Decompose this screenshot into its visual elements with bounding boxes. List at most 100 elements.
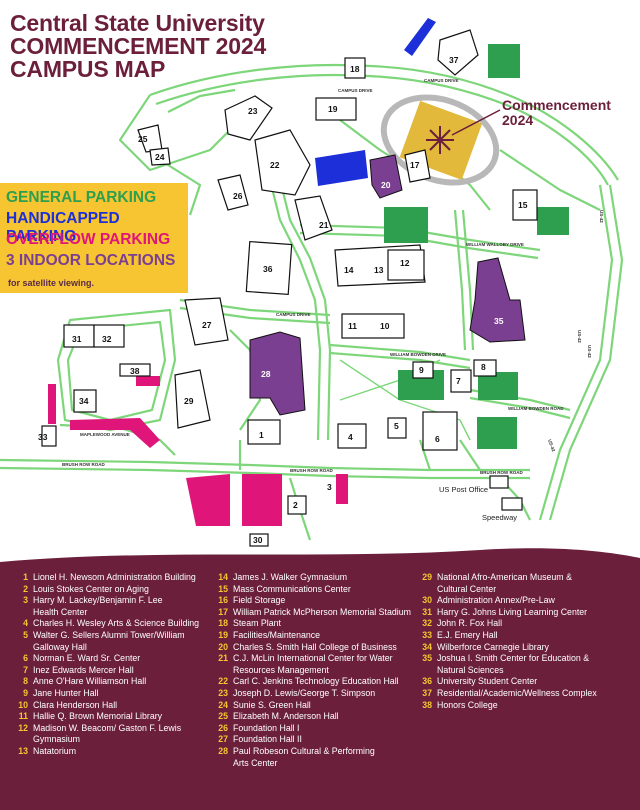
- overflow-lot-south-3: [336, 474, 348, 504]
- key-building-name: Anne O'Hare Williamson Hall: [33, 676, 147, 687]
- legend-overflow-parking: OVERFLOW PARKING: [6, 231, 171, 248]
- overflow-lot-south-1: [186, 474, 230, 526]
- label-14: 14: [344, 265, 354, 275]
- road-label-william-bowden-road: WILLIAM BOWDEN ROAD: [508, 406, 564, 411]
- key-number: 9: [23, 687, 28, 698]
- key-number: 2: [23, 583, 28, 594]
- building-30: [249, 533, 269, 547]
- building-1: [247, 419, 281, 445]
- key-building-name: E.J. Emery Hall: [437, 629, 498, 640]
- key-building-name: Residential/Academic/Wellness Complex: [437, 687, 597, 698]
- key-building-name: Walter G. Sellers Alumni Tower/William G…: [33, 629, 185, 652]
- key-number: 30: [422, 595, 432, 606]
- label-11: 11: [348, 321, 357, 331]
- key-building-name: Hallie Q. Brown Memorial Library: [33, 711, 163, 722]
- label-17: 17: [410, 160, 420, 170]
- handicapped-lot-center: [315, 150, 368, 186]
- building-36: [245, 240, 293, 296]
- label-26: 26: [233, 191, 243, 201]
- key-building-name: Joseph D. Lewis/George T. Simpson: [233, 687, 376, 698]
- building-32: [93, 324, 125, 348]
- key-building-name: Honors College: [437, 699, 498, 710]
- building-20: [369, 154, 403, 199]
- building-26: [217, 174, 249, 211]
- key-building-name: Sunie S. Green Hall: [233, 699, 311, 710]
- road-label-brush-row-mid: BRUSH ROW ROAD: [290, 468, 333, 473]
- key-building-name: Charles S. Smith Hall College of Busines…: [233, 641, 397, 652]
- campus-map-drawing: 37 18 19 23 25 24 22 17 20 26 21 15 36 1…: [0, 18, 624, 547]
- place-label-post-office: US Post Office: [439, 485, 488, 494]
- key-building-name: John R. Fox Hall: [437, 618, 503, 629]
- building-6: [422, 411, 458, 451]
- label-38: 38: [130, 366, 140, 376]
- overflow-lot-south-2: [242, 474, 282, 526]
- buildings: [41, 29, 538, 547]
- key-building-name: Norman E. Ward Sr. Center: [33, 653, 141, 664]
- key-number: 28: [218, 745, 228, 756]
- general-parking-lots: [384, 44, 569, 449]
- label-9: 9: [419, 365, 424, 375]
- key-building-name: Joshua I. Smith Center for Education & N…: [437, 653, 590, 675]
- key-building-name: William Patrick McPherson Memorial Stadi…: [233, 606, 411, 617]
- label-19: 19: [328, 104, 338, 114]
- label-15: 15: [518, 200, 528, 210]
- label-34: 34: [79, 396, 89, 406]
- commencement-label-text: Commencement: [502, 97, 611, 113]
- key-building-name: Jane Hunter Hall: [33, 687, 99, 698]
- label-5: 5: [394, 421, 399, 431]
- label-2: 2: [293, 500, 298, 510]
- title-map: CAMPUS MAP: [10, 56, 166, 82]
- label-22: 22: [270, 160, 280, 170]
- key-number: 37: [422, 687, 432, 698]
- building-22: [254, 129, 311, 196]
- key-number: 6: [23, 653, 28, 664]
- building-29: [174, 369, 211, 429]
- commencement-burst-icon: [426, 126, 454, 154]
- key-building-name: Field Storage: [233, 595, 286, 606]
- key-number: 31: [422, 606, 432, 617]
- road-labels: CAMPUS DRIVE CAMPUS DRIVE CAMPUS DRIVE W…: [62, 78, 604, 475]
- label-3: 3: [327, 482, 332, 492]
- label-25: 25: [138, 134, 148, 144]
- key-building-name: Foundation Hall I: [233, 722, 300, 733]
- building-11-10: [341, 313, 405, 339]
- key-number: 15: [218, 583, 228, 594]
- legend-handicapped-parking: HANDICAPPED PARKING: [6, 210, 120, 245]
- label-20: 20: [381, 180, 391, 190]
- key-number: 22: [218, 676, 228, 687]
- commencement-pointer: [451, 109, 501, 136]
- key-number: 1: [23, 572, 28, 582]
- building-2: [287, 495, 307, 515]
- road-label-us42-a: US-42: [599, 210, 604, 223]
- key-building-name: Administration Annex/Pre-Law: [437, 595, 555, 606]
- key-building-name: Foundation Hall II: [233, 734, 302, 745]
- key-item-5: 5 Walter G. Sellers Alumni Tower/William …: [14, 630, 214, 653]
- label-1: 1: [259, 430, 264, 440]
- building-key-panel: [0, 562, 640, 810]
- building-35: [469, 257, 526, 343]
- label-6: 6: [435, 434, 440, 444]
- key-number: 3: [23, 595, 28, 606]
- map-title: Central State University COMMENCEMENT 20…: [10, 12, 266, 81]
- key-number: 34: [422, 641, 432, 652]
- key-number: 5: [23, 629, 28, 640]
- building-37: [437, 29, 479, 76]
